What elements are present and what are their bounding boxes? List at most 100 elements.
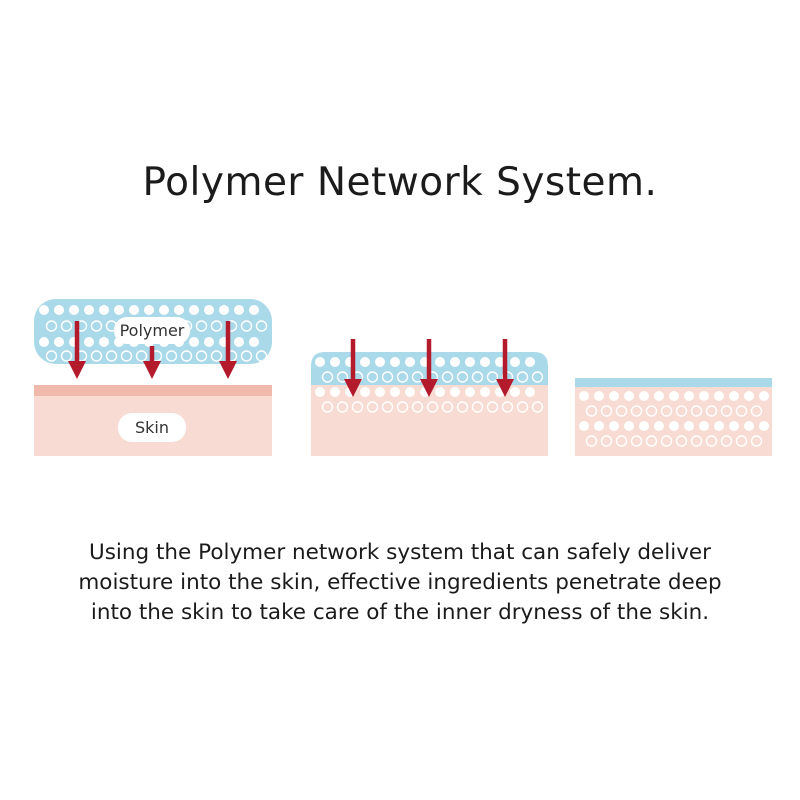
particle-dot <box>594 391 604 401</box>
particle-dot <box>654 391 664 401</box>
particle-dot <box>45 350 58 362</box>
particle-dot <box>744 391 754 401</box>
particle-dot <box>480 357 490 367</box>
particle-dot <box>420 387 430 397</box>
particle-dot <box>450 357 460 367</box>
particle-dot <box>495 387 505 397</box>
particle-dot <box>495 357 505 367</box>
particle-dot <box>114 305 124 315</box>
polymer-network-diagram: Polymer Skin <box>34 299 772 456</box>
particle-dot <box>699 421 709 431</box>
particle-dot <box>609 421 619 431</box>
particle-dot <box>735 405 748 417</box>
particle-dot <box>99 337 109 347</box>
particle-dot <box>660 405 673 417</box>
particle-dot <box>99 305 109 315</box>
polymer-film <box>575 378 772 387</box>
particle-dot <box>630 405 643 417</box>
particle-dot <box>330 357 340 367</box>
particle-dot <box>645 405 658 417</box>
particle-dot <box>585 435 598 447</box>
particle-dot <box>54 305 64 315</box>
particle-dot <box>405 387 415 397</box>
particle-dot <box>135 350 148 362</box>
particle-dot <box>360 387 370 397</box>
particle-dot <box>516 371 529 383</box>
diagram-title: Polymer Network System. <box>142 160 658 205</box>
particle-dot <box>684 421 694 431</box>
particle-dot <box>624 421 634 431</box>
particle-dot <box>180 350 193 362</box>
particle-dot <box>486 401 499 413</box>
particle-dot <box>714 421 724 431</box>
particle-dot <box>330 387 340 397</box>
particle-dot <box>600 405 613 417</box>
particle-dot <box>639 391 649 401</box>
particle-dot <box>759 391 769 401</box>
particle-dot <box>105 350 118 362</box>
particle-dot <box>744 421 754 431</box>
particle-dot <box>60 350 73 362</box>
polymer-label: Polymer <box>114 317 190 344</box>
particle-dot <box>144 305 154 315</box>
particle-dot <box>90 350 103 362</box>
particle-dot <box>381 371 394 383</box>
particle-dot <box>204 305 214 315</box>
particle-dot <box>660 435 673 447</box>
particle-dot <box>54 337 64 347</box>
particle-dot <box>120 350 133 362</box>
particle-dot <box>585 405 598 417</box>
particle-dot <box>315 387 325 397</box>
particle-dot <box>249 305 259 315</box>
stage-3-absorbed-into-skin <box>575 378 772 456</box>
particle-dot <box>729 391 739 401</box>
particle-dot <box>639 421 649 431</box>
particle-dot <box>501 401 514 413</box>
particle-dot <box>735 435 748 447</box>
particle-dot <box>531 371 544 383</box>
particle-dot <box>234 337 244 347</box>
particle-dot <box>465 387 475 397</box>
particle-dot <box>690 405 703 417</box>
particle-dot <box>450 387 460 397</box>
particle-dot <box>456 401 469 413</box>
particle-dot <box>600 435 613 447</box>
particle-dot <box>84 337 94 347</box>
particle-dot <box>174 305 184 315</box>
particle-dot <box>714 391 724 401</box>
particle-dot <box>189 305 199 315</box>
particle-dot <box>315 357 325 367</box>
particle-dot <box>759 421 769 431</box>
particle-dot <box>390 357 400 367</box>
particle-dot <box>129 305 139 315</box>
particle-dot <box>525 387 535 397</box>
particle-dot <box>405 357 415 367</box>
particle-dot <box>249 337 259 347</box>
particle-dot <box>750 405 763 417</box>
particle-dot <box>465 357 475 367</box>
particle-dot <box>45 320 58 332</box>
particle-dot <box>615 435 628 447</box>
particle-dot <box>624 391 634 401</box>
particle-dot <box>579 391 589 401</box>
particle-dot <box>690 435 703 447</box>
particle-dot <box>165 350 178 362</box>
particle-dot <box>609 391 619 401</box>
particle-dot <box>645 435 658 447</box>
particle-dot <box>435 387 445 397</box>
particle-dot <box>84 305 94 315</box>
particle-dot <box>189 337 199 347</box>
caption-line: moisture into the skin, effective ingred… <box>78 570 722 595</box>
particle-dot <box>195 350 208 362</box>
particle-dot <box>255 350 268 362</box>
particle-dot <box>411 371 424 383</box>
particle-dot <box>579 421 589 431</box>
particle-dot <box>525 357 535 367</box>
particle-dot <box>195 320 208 332</box>
particle-dot <box>351 401 364 413</box>
skin-label-text: Skin <box>135 418 169 437</box>
particle-dot <box>375 357 385 367</box>
particle-dot <box>426 401 439 413</box>
particle-dot <box>255 320 268 332</box>
particle-dot <box>234 305 244 315</box>
